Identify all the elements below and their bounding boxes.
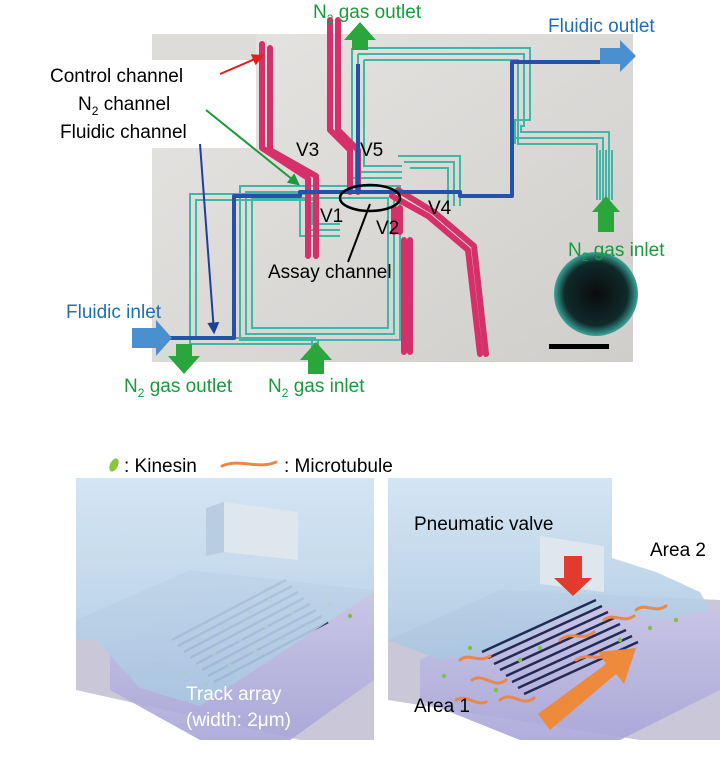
schematic-left: Track array (width: 2μm) <box>76 478 374 740</box>
valve-v2-label: V2 <box>376 218 399 239</box>
area-1-label: Area 1 <box>414 696 470 717</box>
assay-channel-ring <box>338 183 402 213</box>
fluidic-outlet-label: Fluidic outlet <box>548 16 655 37</box>
track-array-label: Track array <box>186 684 282 705</box>
kinesin-dots-right <box>441 617 679 693</box>
legend: : Kinesin : Microtubule <box>109 456 393 477</box>
area-2-label: Area 2 <box>650 540 706 561</box>
fluidic-inlet-arrow <box>132 320 172 356</box>
kinesin-icon <box>109 458 119 472</box>
n2-channel-label: N2 channel <box>78 94 170 118</box>
n2-outlet-top-label: N2 gas outlet <box>313 2 422 26</box>
n2-outlet-bottom-arrow <box>168 344 200 374</box>
valve-v4-label: V4 <box>428 198 452 219</box>
n2-outlet-bottom-label: N2 gas outlet <box>124 376 233 400</box>
top-labels: N2 gas outlet Fluidic outlet Control cha… <box>50 2 665 400</box>
scale-bar <box>549 344 609 349</box>
fluidic-inlet-label: Fluidic inlet <box>66 302 162 323</box>
fluidic-channel-label: Fluidic channel <box>60 122 187 143</box>
microtubules <box>454 604 668 705</box>
port-hole <box>554 252 638 336</box>
flow-arrow <box>538 648 636 730</box>
n2-inlet-bottom-label: N2 gas inlet <box>268 376 365 400</box>
n2-outlet-top-arrow <box>344 22 376 50</box>
microtubule-icon <box>220 460 278 468</box>
valve-v5-label: V5 <box>360 140 383 161</box>
control-channel-label: Control channel <box>50 66 183 87</box>
track-width-label: (width: 2μm) <box>186 710 291 731</box>
track-array-right <box>481 598 639 696</box>
pneumatic-valve-label: Pneumatic valve <box>414 514 553 535</box>
port-arrows <box>132 22 636 374</box>
fluidic-channels <box>168 60 606 340</box>
valve-v3-label: V3 <box>296 140 319 161</box>
n2-inlet-right-arrow <box>592 196 620 232</box>
legend-kinesin-label: : Kinesin <box>124 456 197 477</box>
assay-channel-label: Assay channel <box>268 262 392 283</box>
schematic-right: Pneumatic valve Area 2 Area 1 <box>388 478 720 740</box>
n2-channels <box>189 47 613 352</box>
n2-inlet-right-label: N2 gas inlet <box>568 240 665 264</box>
valve-pressure-arrow <box>554 556 592 596</box>
valve-v1-label: V1 <box>320 206 343 227</box>
legend-microtubule-label: : Microtubule <box>284 456 393 477</box>
fluidic-outlet-arrow <box>600 40 636 72</box>
n2-inlet-bottom-arrow <box>300 342 332 374</box>
leader-lines <box>199 54 371 335</box>
